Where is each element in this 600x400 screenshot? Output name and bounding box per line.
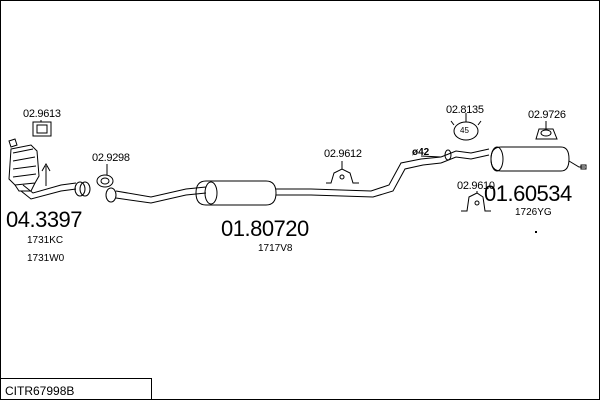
part-label-clip: 02.9613: [23, 108, 61, 120]
front-pipe: [20, 181, 91, 200]
part-label-bracket: 02.9726: [528, 109, 566, 121]
up-arrow-icon: [41, 162, 51, 186]
intermediate-pipe: [105, 186, 207, 204]
pipe-diameter-label: ø42: [412, 147, 430, 158]
connecting-pipe: [276, 156, 442, 198]
catalytic-converter: [8, 138, 40, 192]
middle-part-number: 01.80720: [221, 216, 309, 241]
hanger-mid-icon: [326, 168, 359, 184]
leader-lines: [40, 113, 547, 193]
part-label-gasket: 02.9298: [92, 152, 130, 164]
rear-inlet-pipe: [440, 148, 490, 164]
middle-ref: 1717V8: [258, 243, 293, 254]
bracket-icon: [535, 128, 558, 140]
front-ref-2: 1731W0: [27, 253, 65, 264]
front-part-number: 04.3397: [6, 207, 83, 232]
kit-code-box: CITR67998B: [1, 378, 152, 399]
part-label-hanger-right: 02.9610: [457, 180, 495, 192]
rear-part-number: 01.60534: [484, 181, 572, 206]
kit-code: CITR67998B: [5, 384, 75, 398]
part-label-hanger-mid: 02.9612: [324, 148, 362, 160]
rear-silencer: [490, 146, 587, 172]
rear-ref: 1726YG: [515, 207, 552, 218]
part-label-ring: 02.8135: [446, 104, 484, 116]
dot-mark: [535, 231, 537, 233]
front-ref-1: 1731KC: [27, 235, 64, 246]
ring-center-mark: 45: [460, 126, 469, 135]
clip-icon: [32, 121, 52, 137]
gasket-icon: [96, 174, 114, 188]
middle-silencer: [195, 180, 277, 206]
